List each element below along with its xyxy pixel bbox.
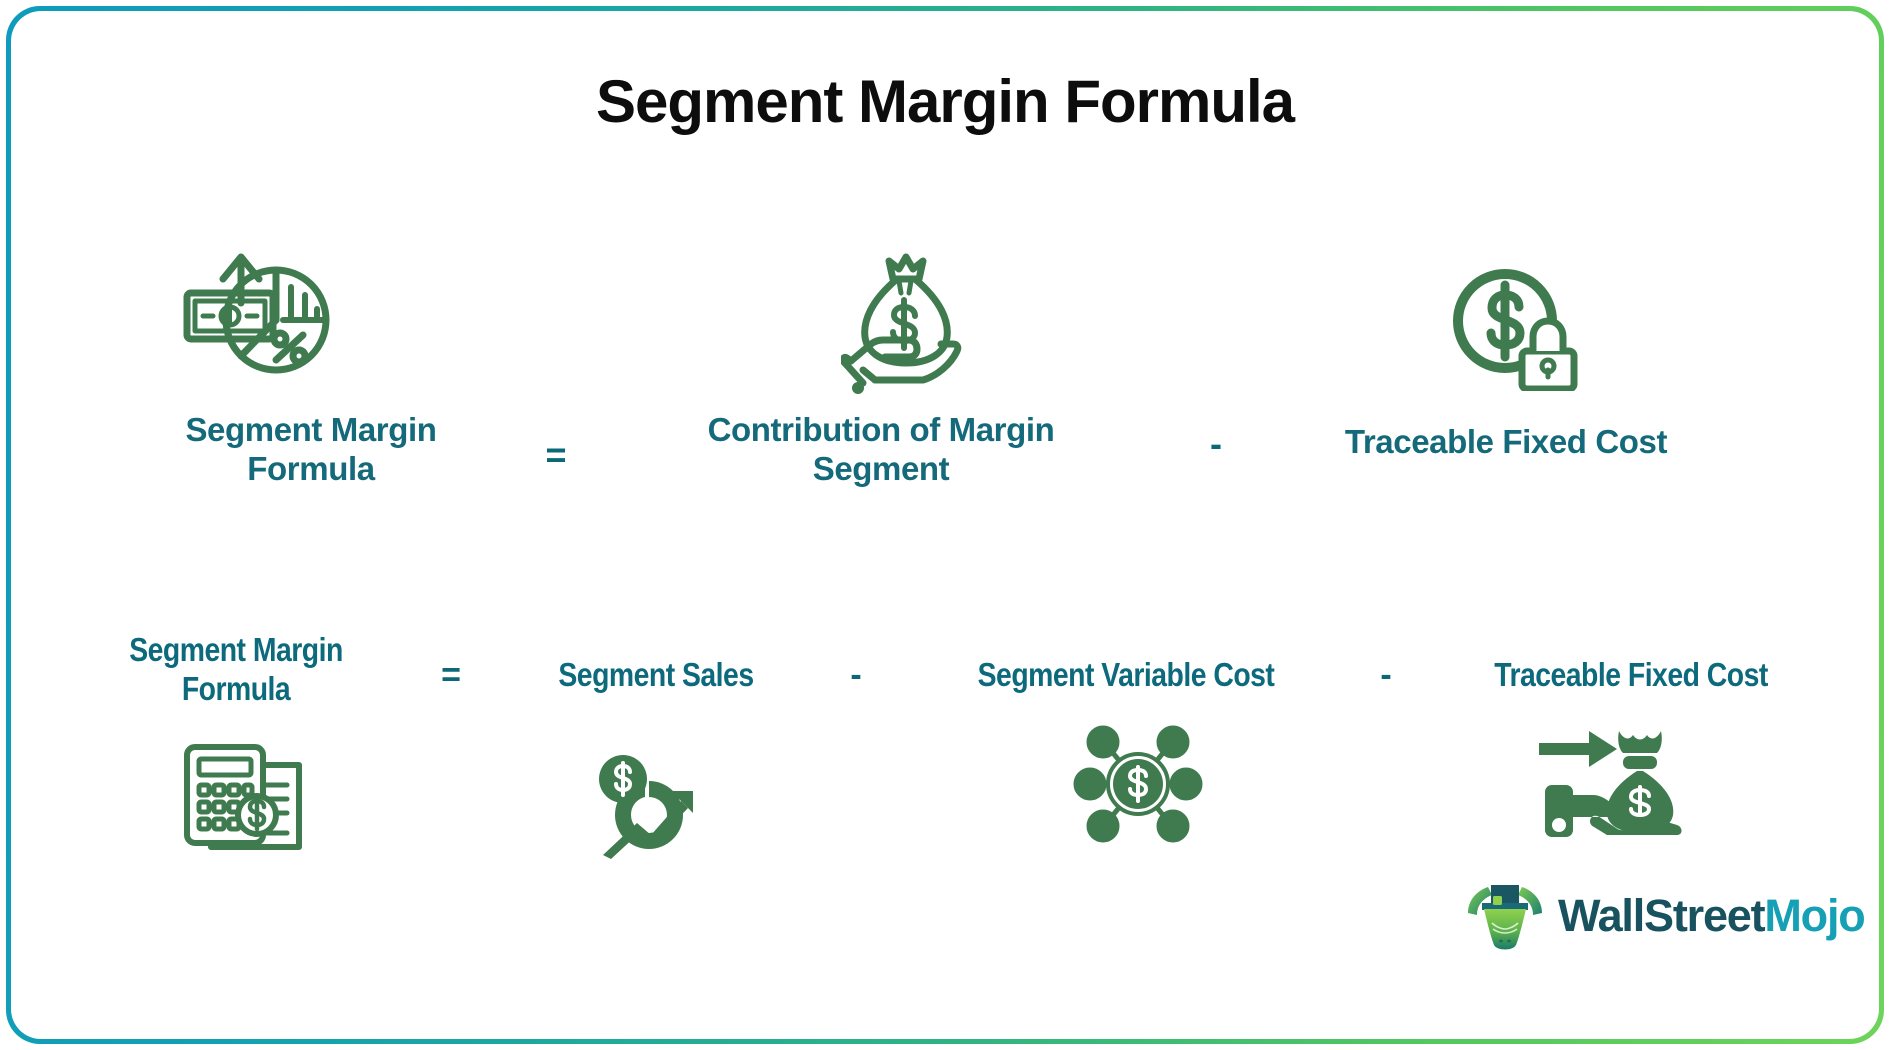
page-title: Segment Margin Formula <box>595 68 1295 135</box>
row2-operator-minus-2: - <box>1380 656 1392 694</box>
row1-term-1-label: Segment Margin Formula <box>185 411 437 487</box>
dollar-network-hub-icon <box>1073 719 1203 849</box>
row2-term-2-label: Segment Sales <box>558 656 754 693</box>
dollar-coin-lock-icon <box>1447 263 1583 391</box>
row2-term-4-label: Traceable Fixed Cost <box>1494 656 1768 693</box>
logo-text-secondary: Mojo <box>1764 890 1865 941</box>
wallstreetmojo-logo[interactable]: WallStreetMojo <box>1466 879 1866 953</box>
row1-operator-equals: = <box>545 434 567 475</box>
calculator-document-dollar-icon <box>181 737 311 869</box>
row2-operator-equals: = <box>441 656 461 694</box>
decorative-gradient-frame: Segment Margin Formula <box>6 6 1884 1044</box>
row2-term-3-label: Segment Variable Cost <box>977 656 1275 693</box>
row1-term-2-label: Contribution of Margin Segment <box>707 411 1055 487</box>
dollar-donut-growth-icon <box>589 751 709 859</box>
row1-term-3-label: Traceable Fixed Cost <box>1344 423 1668 460</box>
hand-money-bag-icon <box>841 249 971 394</box>
wallstreetmojo-bull-icon <box>1466 879 1544 953</box>
hand-money-bag-arrow-icon <box>1533 723 1683 841</box>
row2-term-1-label: Segment Margin Formula <box>129 631 343 707</box>
infographic-canvas: Segment Margin Formula <box>11 11 1879 1039</box>
logo-text-primary: WallStreet <box>1558 890 1766 941</box>
row2-operator-minus-1: - <box>850 656 862 694</box>
money-pie-chart-icon <box>179 239 339 379</box>
logo-wordmark: WallStreetMojo <box>1558 890 1866 942</box>
row1-operator-minus: - <box>1210 423 1222 464</box>
